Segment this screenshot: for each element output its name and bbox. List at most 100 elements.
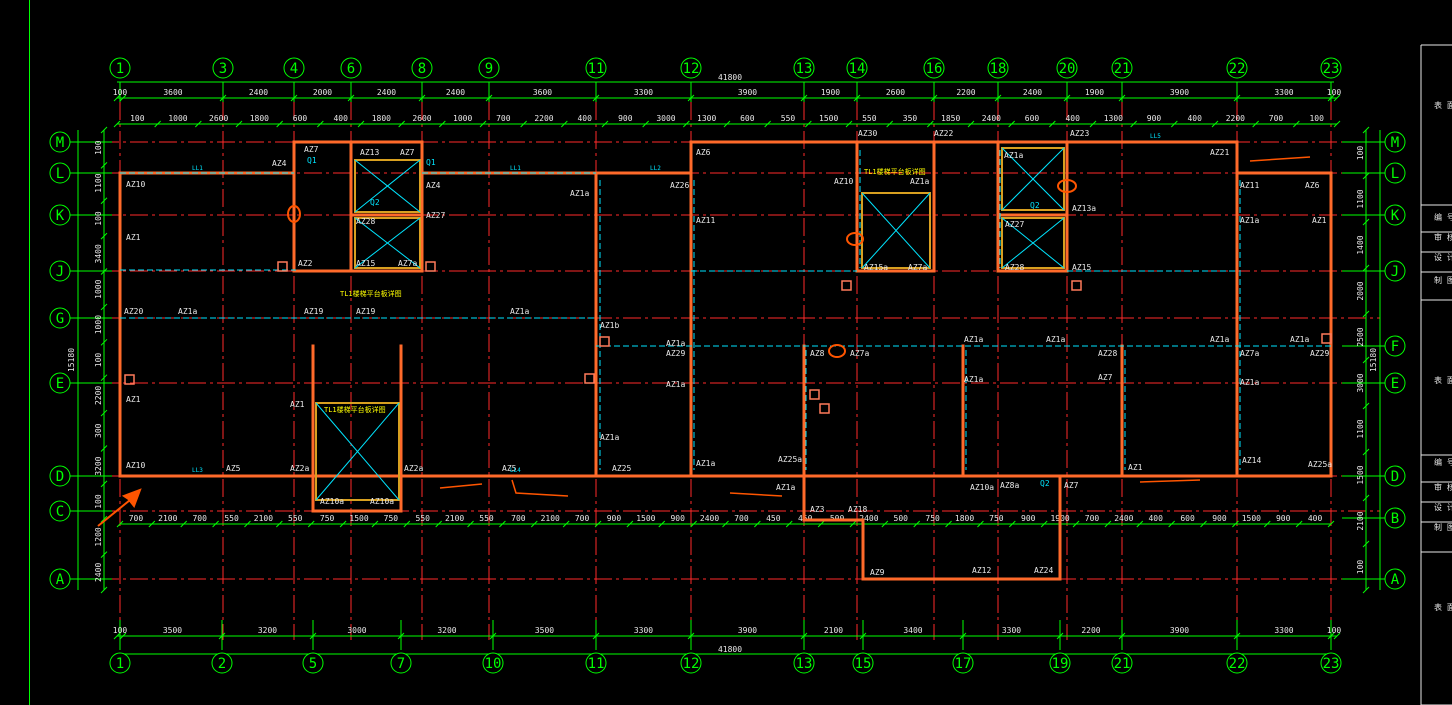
top-detail-dim-tick <box>235 120 243 128</box>
column-label: AZ1a <box>1240 378 1259 387</box>
stair-diagonal <box>861 192 931 269</box>
column-label: AZ1a <box>1210 335 1229 344</box>
axis-bubble-bottom[interactable]: 12 <box>680 652 702 674</box>
axis-bubble-bottom[interactable]: 22 <box>1226 652 1248 674</box>
axis-bubble-top[interactable]: 20 <box>1056 57 1078 79</box>
axis-bubble-right[interactable]: D <box>1384 465 1406 487</box>
axis-bubble-top[interactable]: 11 <box>585 57 607 79</box>
bottom-span-dim-label: 3300 <box>1002 626 1021 635</box>
axis-bubble-circle <box>49 131 71 153</box>
axis-bubble-left[interactable]: L <box>49 162 71 184</box>
axis-bubble-top[interactable]: 3 <box>212 57 234 79</box>
axis-bubble-top[interactable]: 23 <box>1320 57 1342 79</box>
bottom-detail-dim-label: 2400 <box>859 514 878 523</box>
axis-bubble-top[interactable]: 12 <box>680 57 702 79</box>
axis-bubble-top[interactable]: 6 <box>340 57 362 79</box>
top-detail-dim-tick <box>723 120 731 128</box>
axis-bubble-label: 1 <box>116 656 124 672</box>
top-span-dim-tick <box>347 94 355 102</box>
axis-bubble-top[interactable]: 8 <box>411 57 433 79</box>
top-detail-dim-tick <box>276 120 284 128</box>
top-detail-dim-label: 100 <box>130 114 145 123</box>
axis-bubble-top[interactable]: 16 <box>923 57 945 79</box>
axis-bubble-top[interactable]: 9 <box>478 57 500 79</box>
bottom-detail-dim-tick <box>594 520 602 528</box>
axis-bubble-top[interactable]: 4 <box>283 57 305 79</box>
left-span-dim-label: 100 <box>94 494 103 509</box>
axis-bubble-bottom[interactable]: 7 <box>390 652 412 674</box>
axis-bubble-left[interactable]: A <box>49 568 71 590</box>
top-span-dim-label: 3900 <box>1170 88 1189 97</box>
axis-bubble-left[interactable]: D <box>49 465 71 487</box>
axis-bubble-bottom[interactable]: 10 <box>482 652 504 674</box>
axis-bubble-right[interactable]: A <box>1384 568 1406 590</box>
axis-bubble-bottom[interactable]: 17 <box>952 652 974 674</box>
column-label: AZ10a <box>370 497 394 506</box>
axis-bubble-circle <box>212 57 234 79</box>
bottom-span-dim-label: 3900 <box>1170 626 1189 635</box>
axis-bubble-top[interactable]: 1 <box>109 57 131 79</box>
bottom-span-dim-label: 3200 <box>258 626 277 635</box>
axis-bubble-label: L <box>56 166 64 182</box>
axis-bubble-right[interactable]: K <box>1384 204 1406 226</box>
column-label: AZ10 <box>126 461 145 470</box>
axis-bubble-left[interactable]: M <box>49 131 71 153</box>
axis-bubble-bottom[interactable]: 5 <box>302 652 324 674</box>
column-label: AZ29 <box>1310 349 1329 358</box>
column-label: AZ1 <box>290 400 305 409</box>
axis-bubble-bottom[interactable]: 23 <box>1320 652 1342 674</box>
column-label: AZ15 <box>1072 263 1091 272</box>
axis-bubble-right[interactable]: E <box>1384 372 1406 394</box>
axis-bubble-bottom[interactable]: 19 <box>1049 652 1071 674</box>
column-label: AZ7 <box>1098 373 1113 382</box>
axis-bubble-right[interactable]: J <box>1384 260 1406 282</box>
axis-bubble-bottom[interactable]: 2 <box>211 652 233 674</box>
markup-stroke <box>1139 479 1201 483</box>
beam-label: LL4 <box>510 467 521 474</box>
column-label: AZ24 <box>1034 566 1053 575</box>
axis-bubble-bottom[interactable]: 1 <box>109 652 131 674</box>
axis-bubble-label: 2 <box>218 656 226 672</box>
axis-bubble-label: D <box>56 469 64 485</box>
axis-bubble-top[interactable]: 22 <box>1226 57 1248 79</box>
title-block-cell: 编 号 <box>1434 457 1452 467</box>
top-detail-dim-label: 700 <box>1269 114 1284 123</box>
axis-bubble-top[interactable]: 18 <box>987 57 1009 79</box>
axis-bubble-right[interactable]: L <box>1384 162 1406 184</box>
axis-bubble-bottom[interactable]: 13 <box>793 652 815 674</box>
axis-bubble-bottom[interactable]: 15 <box>852 652 874 674</box>
column-label: AZ4 <box>272 159 287 168</box>
axis-bubble-circle <box>211 652 233 674</box>
axis-bubble-top[interactable]: 13 <box>793 57 815 79</box>
axis-bubble-circle <box>411 57 433 79</box>
axis-bubble-circle <box>923 57 945 79</box>
axis-bubble-bottom[interactable]: 11 <box>585 652 607 674</box>
bottom-detail-dim-label: 750 <box>925 514 940 523</box>
top-span-dim-label: 100 <box>113 88 128 97</box>
axis-bubble-left[interactable]: J <box>49 260 71 282</box>
markup-stroke <box>729 492 783 497</box>
axis-bubble-left[interactable]: G <box>49 307 71 329</box>
axis-bubble-label: 13 <box>796 61 813 77</box>
right-span-dim-label: 2000 <box>1356 281 1365 300</box>
axis-bubble-bottom[interactable]: 21 <box>1111 652 1133 674</box>
markup-circle <box>846 232 864 246</box>
axis-bubble-left[interactable]: E <box>49 372 71 394</box>
axis-bubble-label: 1 <box>116 61 124 77</box>
left-span-dim-tick <box>100 586 108 594</box>
axis-bubble-left[interactable]: C <box>49 500 71 522</box>
axis-bubble-label: J <box>1391 264 1399 280</box>
top-detail-dim-label: 700 <box>496 114 511 123</box>
left-total-label: 15180 <box>67 348 76 372</box>
axis-bubble-right[interactable]: B <box>1384 507 1406 529</box>
axis-bubble-label: 11 <box>588 656 605 672</box>
axis-bubble-top[interactable]: 21 <box>1111 57 1133 79</box>
axis-bubble-right[interactable]: M <box>1384 131 1406 153</box>
axis-bubble-top[interactable]: 14 <box>846 57 868 79</box>
bottom-detail-dim-tick <box>817 520 825 528</box>
axis-bubble-circle <box>1111 652 1133 674</box>
axis-bubble-left[interactable]: K <box>49 204 71 226</box>
axis-bubble-right[interactable]: F <box>1384 335 1406 357</box>
